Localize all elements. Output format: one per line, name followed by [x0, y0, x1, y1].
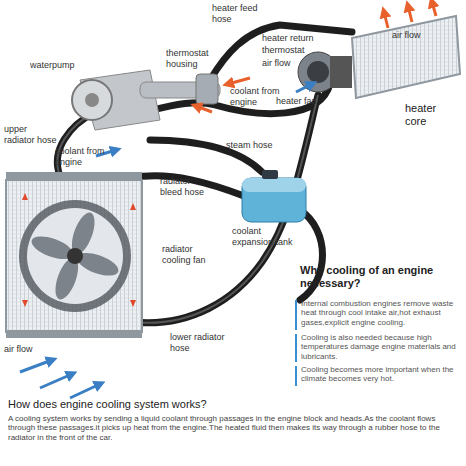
air-flow-arrow [384, 2, 436, 28]
part-label: radiator bleed hose [160, 176, 212, 197]
flow-label: air flow [4, 344, 44, 355]
part-label: upper radiator hose [4, 124, 60, 145]
part-label: heater return [262, 33, 324, 44]
note-text: Internal combustion engines remove waste… [301, 299, 461, 327]
flow-label: air flow [392, 30, 436, 41]
radiator-tank [6, 330, 142, 338]
part-label: heater fan [276, 96, 322, 107]
radiator [6, 180, 142, 332]
flow-arrow [22, 193, 136, 307]
part-label: heater feed hose [212, 3, 264, 24]
heater-core [352, 16, 460, 98]
part-label: lower radiator hose [170, 332, 232, 353]
water-pump [72, 70, 220, 130]
flow-label: coolant from engine [55, 146, 105, 167]
note-text: Cooling becomes more important when the … [301, 365, 461, 384]
part-label: heater core [405, 102, 457, 128]
part-label: waterpump [30, 60, 86, 71]
flow-label: coolant from engine [230, 86, 280, 107]
part-label: coolant expansion tank [232, 226, 296, 247]
part-label: thermostat [262, 45, 316, 56]
part-label: radiator cooling fan [162, 244, 216, 265]
part-label: thermostat housing [166, 48, 218, 69]
text-bar [295, 300, 297, 386]
section-heading: Why cooling of an engine necessary? [300, 264, 460, 290]
section-heading: How does engine cooling system works? [8, 398, 458, 411]
expansion-tank [242, 170, 306, 222]
part-label: steam hose [226, 140, 276, 151]
radiator-fan [19, 200, 131, 312]
note-text: Cooling is also needed because high temp… [301, 333, 461, 361]
flow-label: air flow [262, 58, 302, 69]
air-flow-arrow [20, 84, 312, 398]
body-text: A cooling system works by sending a liqu… [8, 414, 460, 442]
